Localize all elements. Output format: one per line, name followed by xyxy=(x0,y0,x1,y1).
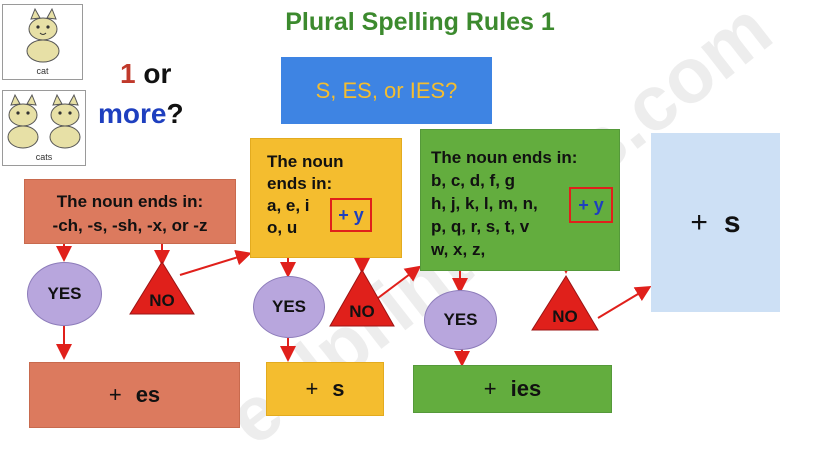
rule2-no-label: NO xyxy=(349,302,375,321)
rule3-no-label: NO xyxy=(552,307,578,326)
rule3-y-tag: + y xyxy=(569,187,613,223)
rule2-line3: a, e, i xyxy=(267,196,310,215)
cats-card: cats xyxy=(2,90,86,166)
question-number: 1 xyxy=(120,58,136,89)
header-box: S, ES, or IES? xyxy=(281,57,492,124)
rule3-line5: w, x, z, xyxy=(431,240,486,259)
rule3-result: + ies xyxy=(413,365,612,413)
rule2-result-plus: + xyxy=(305,376,319,401)
rule1-line2: -ch, -s, -sh, -x, or -z xyxy=(52,216,208,235)
rule1-line1: The noun ends in: xyxy=(56,192,204,211)
rule3-result-plus: + xyxy=(483,376,497,401)
rule2-line2: ends in: xyxy=(267,174,333,193)
rule3-result-suffix: ies xyxy=(510,376,542,401)
question-more: more xyxy=(98,98,167,129)
no-triangle-2 xyxy=(329,268,395,327)
rule1-yes-oval: YES xyxy=(27,262,102,326)
page-title: Plural Spelling Rules 1 xyxy=(285,8,555,36)
final-plus: + xyxy=(690,205,708,239)
rule1-box: The noun ends in: -ch, -s, -sh, -x, or -… xyxy=(24,179,236,244)
rule1-result-suffix: es xyxy=(135,382,161,407)
cats-icon xyxy=(7,93,81,149)
rule2-result: + s xyxy=(266,362,384,416)
rule2-line1: The noun xyxy=(267,152,344,171)
rule3-line4: p, q, r, s, t, v xyxy=(431,217,530,236)
rule2-yes-oval: YES xyxy=(253,276,325,338)
question-or: or xyxy=(143,58,172,89)
rule3-box: The noun ends in: b, c, d, f, g h, j, k,… xyxy=(420,129,620,271)
no-triangle-1 xyxy=(129,261,195,315)
rule3-line1: The noun ends in: xyxy=(431,148,578,167)
no-triangle-3 xyxy=(531,275,599,331)
rule1-result-plus: + xyxy=(108,382,122,407)
question-line1: 1 or xyxy=(120,58,171,90)
rule2-line4: o, u xyxy=(267,218,298,237)
cat-label: cat xyxy=(36,66,49,76)
rule3-yes-oval: YES xyxy=(424,290,497,350)
rule1-result: + es xyxy=(29,362,240,428)
rule3-line2: b, c, d, f, g xyxy=(431,171,516,190)
rule2-result-suffix: s xyxy=(332,376,345,401)
rule1-no-label: NO xyxy=(149,291,175,310)
question-mark: ? xyxy=(166,98,184,129)
rule2-y-tag: + y xyxy=(330,198,372,232)
question-line2: more? xyxy=(98,98,184,130)
final-result-box: + s xyxy=(651,133,780,312)
cat-icon xyxy=(26,7,60,63)
cat-card: cat xyxy=(2,4,83,80)
rule3-line3: h, j, k, l, m, n, xyxy=(431,194,538,213)
final-suffix: s xyxy=(723,205,741,239)
rule2-box: The noun ends in: a, e, i o, u xyxy=(250,138,402,258)
cats-label: cats xyxy=(35,152,53,162)
